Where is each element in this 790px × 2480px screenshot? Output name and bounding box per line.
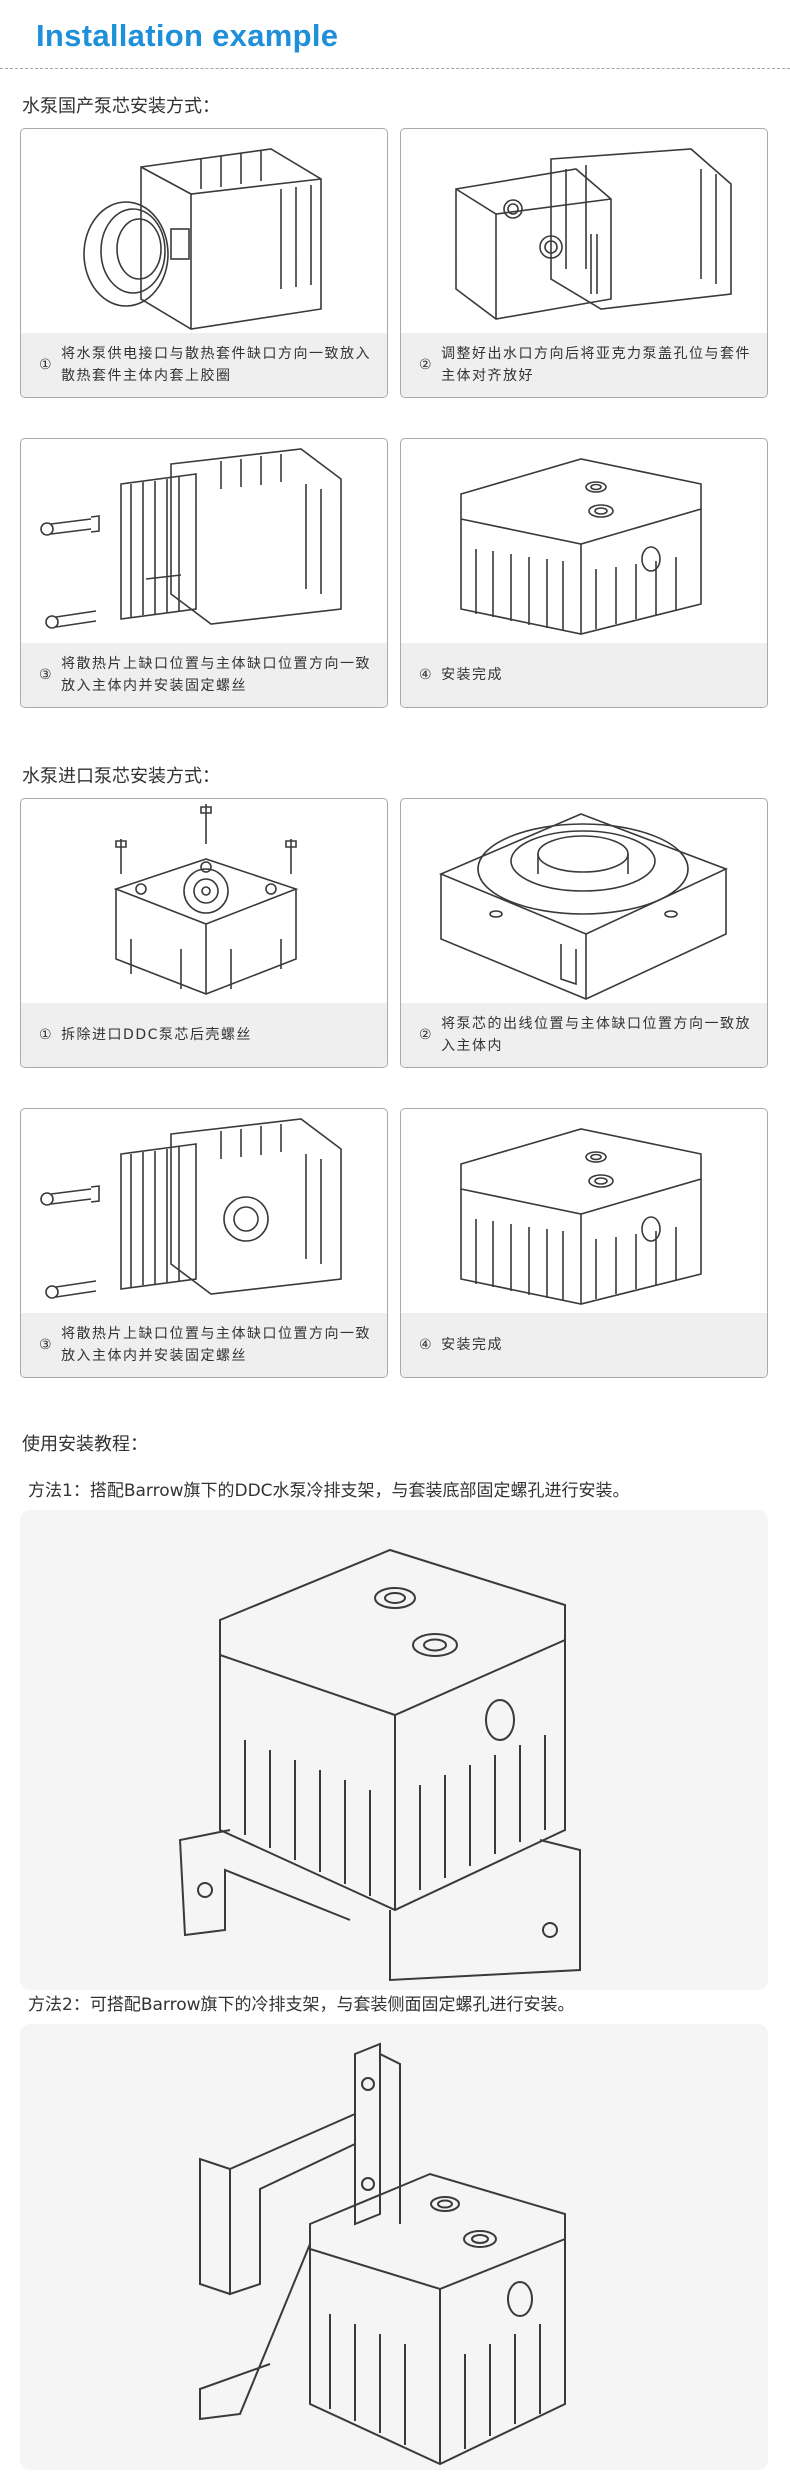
section3-label: 使用安装教程： [22,1434,148,1455]
pump-core-orientation-illustration [438,813,729,1000]
step-number: ④ [419,1337,434,1353]
step-number: ② [419,1027,434,1043]
step-caption: ④ 安装完成 [401,1313,767,1377]
method2-label: 方法2：可搭配Barrow旗下的冷排支架，与套装侧面固定螺孔进行安装。 [28,1995,575,2015]
step-number: ③ [39,1337,54,1353]
method2-illustration-panel [20,2024,768,2470]
pump-core-insert-illustration [83,148,322,330]
step-panel-1-2: ② 调整好出水口方向后将亚克力泵盖孔位与套件主体对齐放好 [400,128,768,398]
title-divider [0,68,790,69]
step-number: ④ [419,667,434,683]
step-text: 将散热片上缺口位置与主体缺口位置方向一致放入主体内并安装固定螺丝 [61,656,372,694]
step-caption: ③ 将散热片上缺口位置与主体缺口位置方向一致放入主体内并安装固定螺丝 [21,1313,387,1377]
step-text: 安装完成 [441,1337,504,1353]
pump-with-side-bracket-illustration [199,2042,566,2466]
method1-illustration-panel [20,1510,768,1990]
step-text: 将水泵供电接口与散热套件缺口方向一致放入散热套件主体内套上胶圈 [61,346,372,384]
assembled-pump-illustration [460,458,702,635]
step-panel-2-1: ① 拆除进口DDC泵芯后壳螺丝 [20,798,388,1068]
heatsink-screw-illustration [40,448,342,629]
step-number: ③ [39,667,54,683]
assembled-pump-illustration [460,1128,702,1305]
step-number: ① [39,1027,54,1043]
pump-cover-align-illustration [455,148,732,320]
page-title: Installation example [36,18,339,53]
step-caption: ③ 将散热片上缺口位置与主体缺口位置方向一致放入主体内并安装固定螺丝 [21,643,387,707]
step-text: 调整好出水口方向后将亚克力泵盖孔位与套件主体对齐放好 [441,346,752,384]
section1-label: 水泵国产泵芯安装方式： [22,96,220,117]
step-caption: ② 调整好出水口方向后将亚克力泵盖孔位与套件主体对齐放好 [401,333,767,397]
step-panel-1-4: ④ 安装完成 [400,438,768,708]
step-text: 将散热片上缺口位置与主体缺口位置方向一致放入主体内并安装固定螺丝 [61,1326,372,1364]
step-panel-1-1: ① 将水泵供电接口与散热套件缺口方向一致放入散热套件主体内套上胶圈 [20,128,388,398]
step-caption: ① 将水泵供电接口与散热套件缺口方向一致放入散热套件主体内套上胶圈 [21,333,387,397]
pump-with-bottom-bracket-illustration [178,1548,581,1982]
step-panel-2-4: ④ 安装完成 [400,1108,768,1378]
section2-label: 水泵进口泵芯安装方式： [22,766,220,787]
step-caption: ① 拆除进口DDC泵芯后壳螺丝 [21,1003,387,1067]
step-caption: ④ 安装完成 [401,643,767,707]
step-panel-2-2: ② 将泵芯的出线位置与主体缺口位置方向一致放入主体内 [400,798,768,1068]
step-text: 拆除进口DDC泵芯后壳螺丝 [61,1027,252,1043]
step-panel-1-3: ③ 将散热片上缺口位置与主体缺口位置方向一致放入主体内并安装固定螺丝 [20,438,388,708]
step-caption: ② 将泵芯的出线位置与主体缺口位置方向一致放入主体内 [401,1003,767,1067]
step-number: ① [39,357,54,373]
ddc-screw-removal-illustration [113,804,299,995]
method1-label: 方法1：搭配Barrow旗下的DDC水泵冷排支架，与套装底部固定螺孔进行安装。 [28,1481,630,1501]
step-panel-2-3: ③ 将散热片上缺口位置与主体缺口位置方向一致放入主体内并安装固定螺丝 [20,1108,388,1378]
step-text: 安装完成 [441,667,504,683]
step-text: 将泵芯的出线位置与主体缺口位置方向一致放入主体内 [441,1016,752,1054]
heatsink-screw-illustration [40,1118,342,1299]
step-number: ② [419,357,434,373]
